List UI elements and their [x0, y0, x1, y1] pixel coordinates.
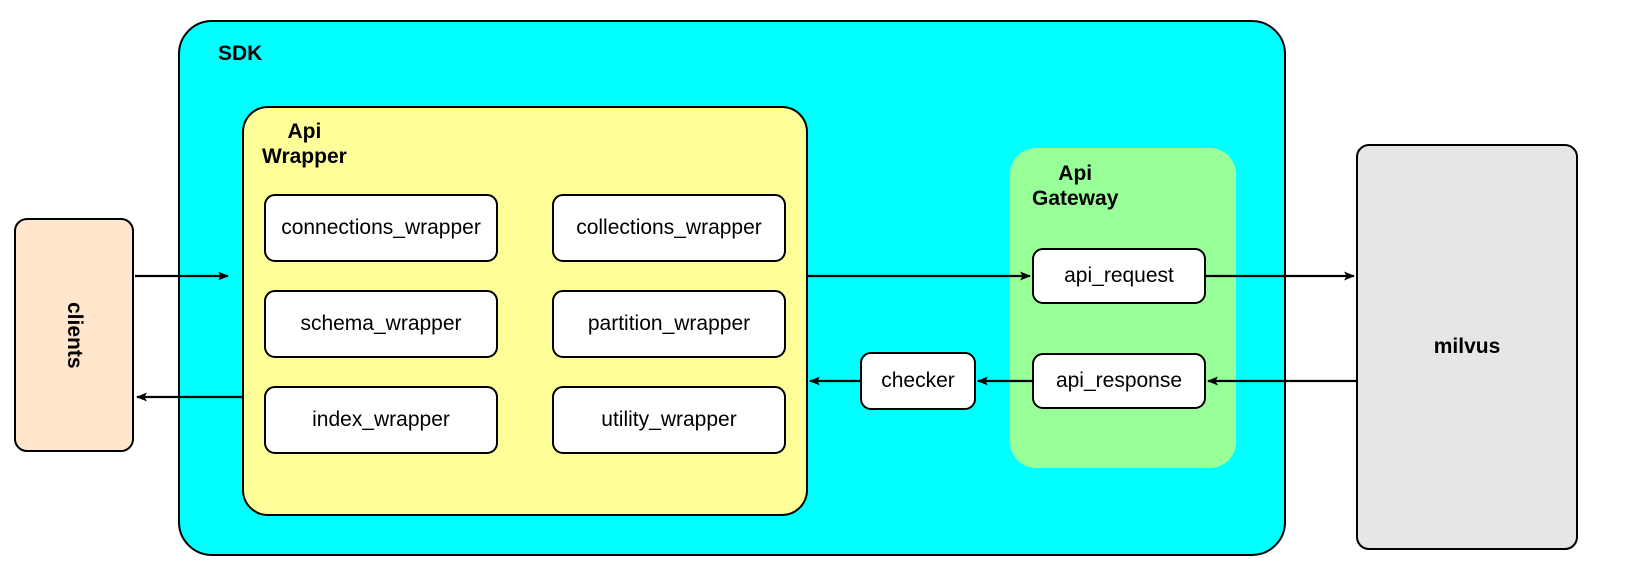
container-api-gateway[interactable]: Api Gateway [1010, 148, 1236, 468]
node-checker-label: checker [881, 369, 955, 393]
node-collections-wrapper[interactable]: collections_wrapper [552, 194, 786, 262]
actor-milvus[interactable]: milvus [1356, 144, 1578, 550]
node-utility-wrapper-label: utility_wrapper [601, 408, 737, 432]
node-api-response-label: api_response [1055, 369, 1183, 393]
node-api-request-label: api_request [1064, 264, 1174, 288]
actor-milvus-label: milvus [1433, 335, 1501, 358]
actor-clients-label: clients [63, 301, 86, 369]
container-api-gateway-label: Api Gateway [1032, 162, 1119, 210]
node-index-wrapper-label: index_wrapper [312, 408, 450, 432]
node-api-response[interactable]: api_response [1032, 353, 1206, 409]
node-collections-wrapper-label: collections_wrapper [576, 216, 762, 240]
node-checker[interactable]: checker [860, 352, 976, 410]
node-schema-wrapper[interactable]: schema_wrapper [264, 290, 498, 358]
container-api-wrapper-label: Api Wrapper [262, 120, 347, 168]
node-connections-wrapper-label: connections_wrapper [281, 216, 481, 240]
actor-clients[interactable]: clients [14, 218, 134, 452]
node-utility-wrapper[interactable]: utility_wrapper [552, 386, 786, 454]
node-index-wrapper[interactable]: index_wrapper [264, 386, 498, 454]
container-sdk-label: SDK [218, 42, 263, 65]
node-api-request[interactable]: api_request [1032, 248, 1206, 304]
node-partition-wrapper[interactable]: partition_wrapper [552, 290, 786, 358]
node-partition-wrapper-label: partition_wrapper [587, 312, 751, 336]
node-connections-wrapper[interactable]: connections_wrapper [264, 194, 498, 262]
node-schema-wrapper-label: schema_wrapper [300, 312, 462, 336]
